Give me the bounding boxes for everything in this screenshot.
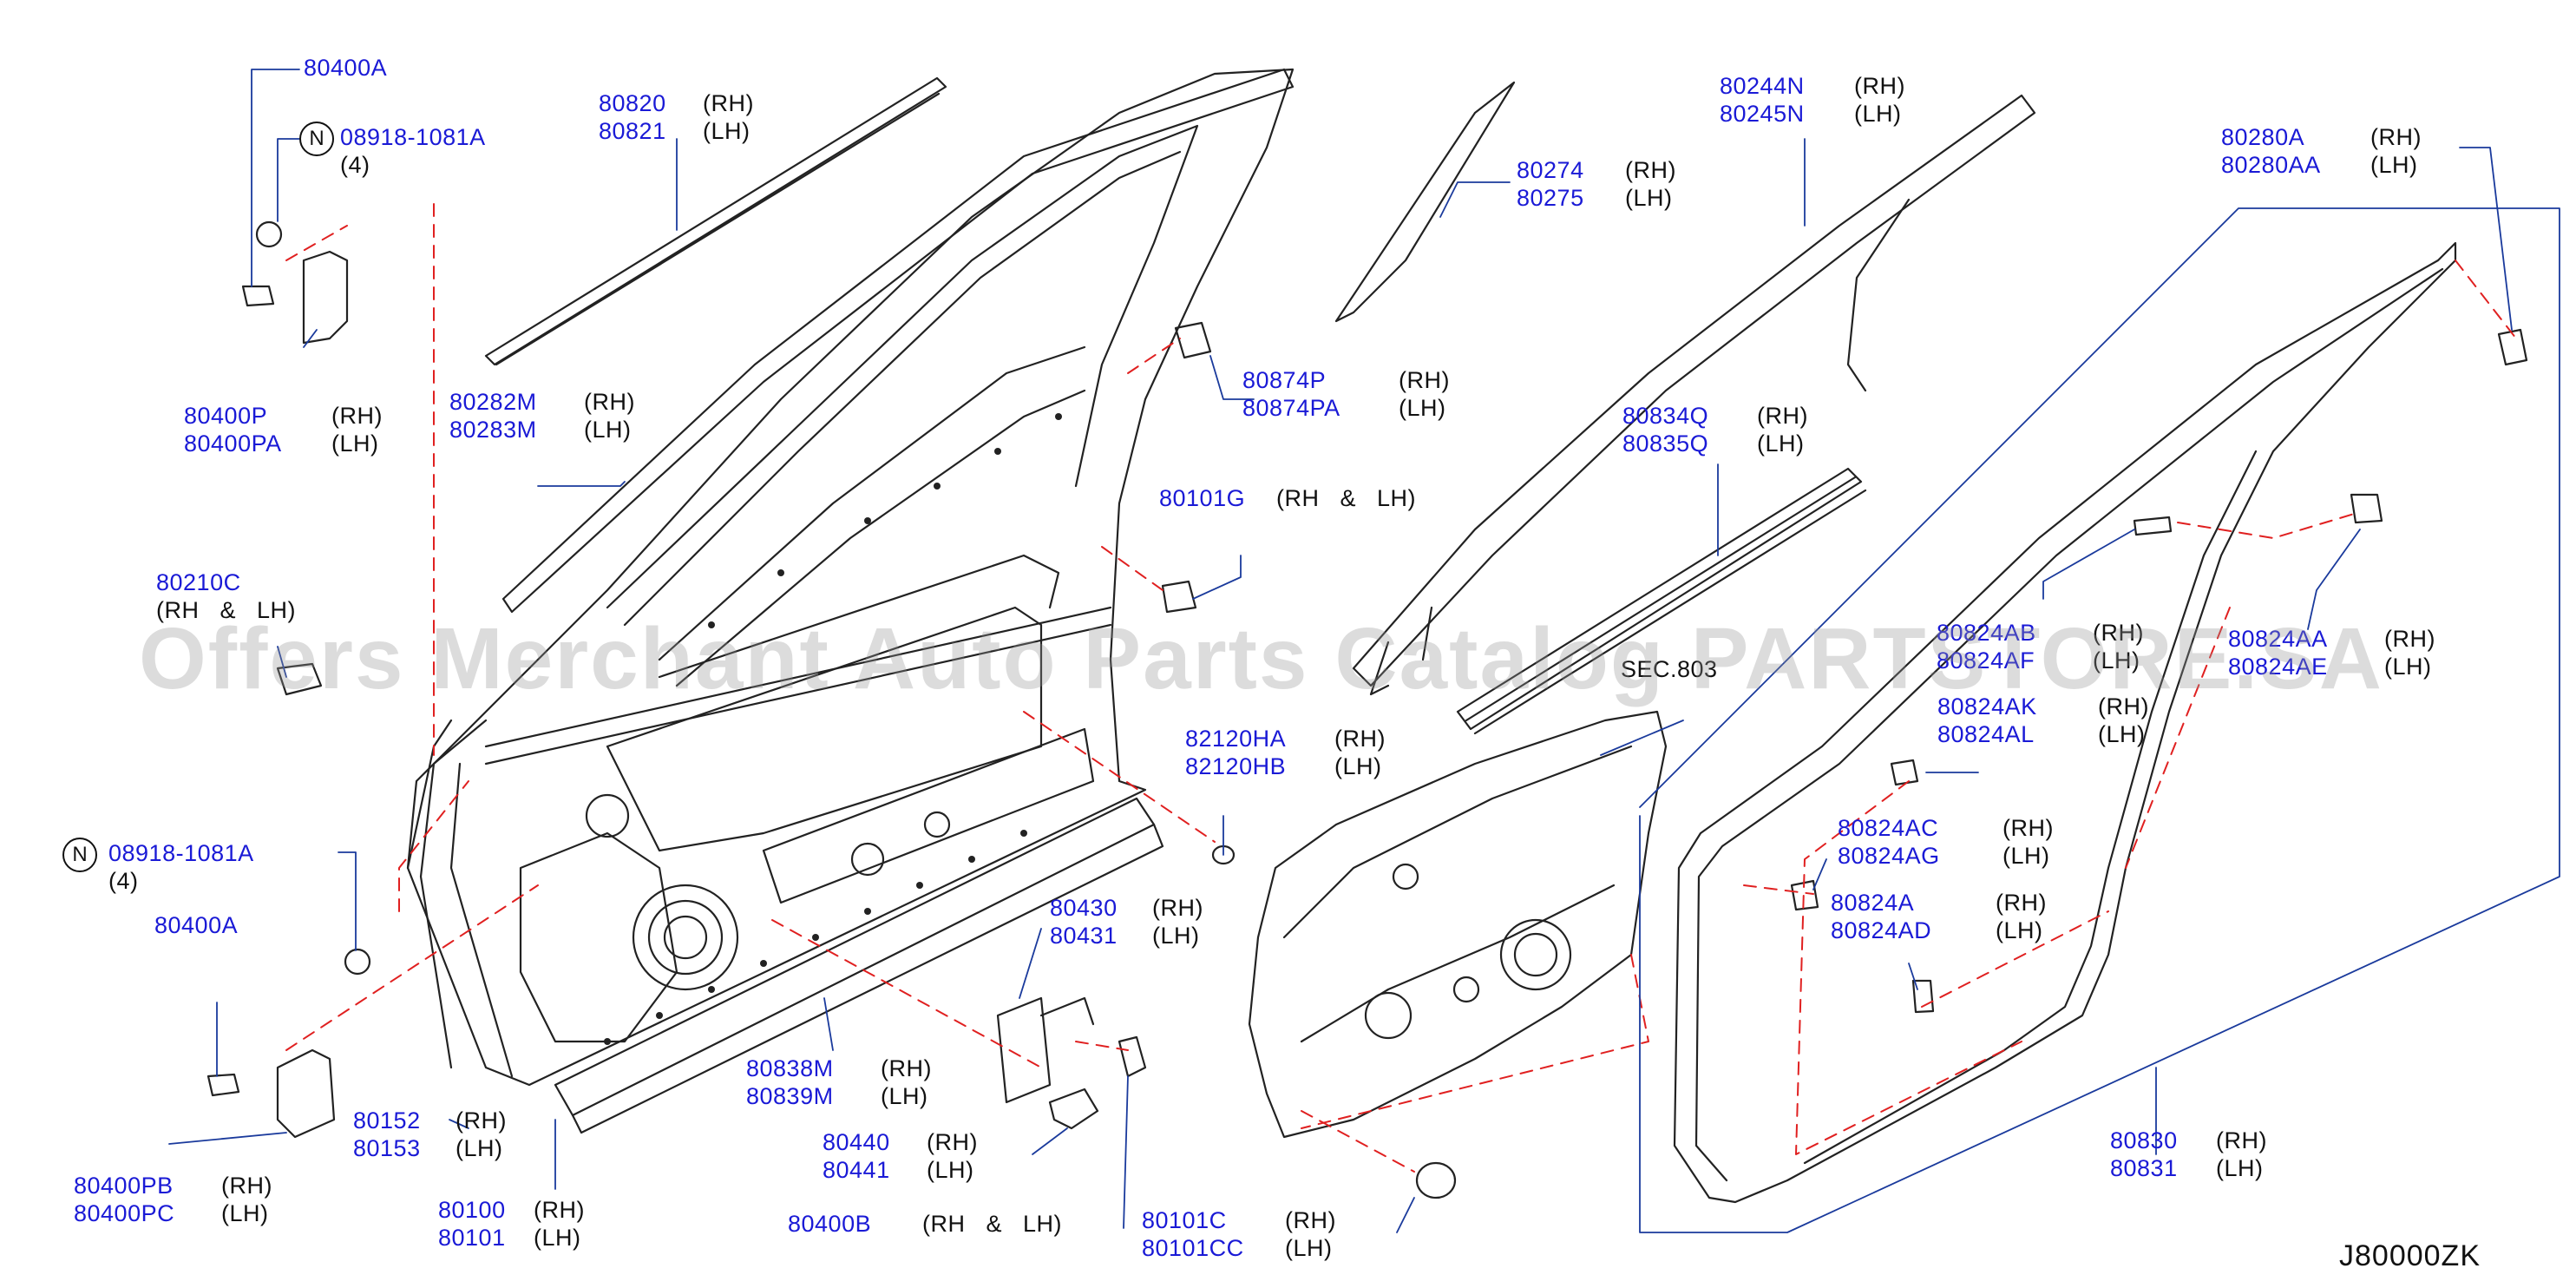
label-80101g[interactable]: 80101G(RH & LH) — [1159, 485, 1417, 511]
callout-leader-lines — [168, 69, 2560, 1233]
label-80874p[interactable]: 80874P(RH) 80874PA(LH) — [1242, 367, 1450, 421]
label-80210c[interactable]: 80210C (RH & LH) — [156, 569, 297, 623]
label-sec-803[interactable]: SEC.803 — [1621, 656, 1718, 682]
nut-badge-lower: N — [62, 838, 97, 872]
label-80274[interactable]: 80274(RH) 80275(LH) — [1517, 157, 1676, 211]
label-80400a-lower[interactable]: 80400A — [154, 912, 239, 938]
label-80824aa[interactable]: 80824AA(RH) 80824AE(LH) — [2228, 626, 2435, 680]
label-80820[interactable]: 80820(RH) 80821(LH) — [599, 90, 754, 144]
label-80152[interactable]: 80152(RH) 80153(LH) — [353, 1107, 507, 1161]
pillar-trim-shape — [1334, 81, 1516, 323]
label-80101c[interactable]: 80101C(RH) 80101CC(LH) — [1142, 1207, 1336, 1261]
label-82120ha[interactable]: 82120HA(RH) 82120HB(LH) — [1185, 726, 1386, 779]
sash-outer-strips — [484, 68, 1295, 614]
upper-sash-frame — [1352, 94, 2036, 696]
label-08918-lower[interactable]: 08918-1081A (4) — [108, 840, 254, 894]
label-80100[interactable]: 80100(RH) 80101(LH) — [438, 1197, 585, 1251]
label-80830[interactable]: 80830(RH) 80831(LH) — [2110, 1127, 2267, 1181]
label-80824a[interactable]: 80824A(RH) 80824AD(LH) — [1831, 890, 2047, 943]
label-80824ac[interactable]: 80824AC(RH) 80824AG(LH) — [1838, 815, 2054, 869]
label-80280a[interactable]: 80280A(RH) 80280AA(LH) — [2221, 124, 2422, 178]
diagram-code: J80000ZK — [2339, 1239, 2481, 1272]
assembly-guide-lines — [285, 203, 2517, 1173]
label-80282m[interactable]: 80282M(RH) 80283M(LH) — [449, 389, 635, 443]
label-80400p[interactable]: 80400P(RH) 80400PA(LH) — [184, 403, 383, 457]
door-weatherstrip — [1673, 241, 2457, 1204]
watermark-text: Offers Merchant Auto Parts Catalog PARTS… — [139, 610, 2383, 707]
label-80834q[interactable]: 80834Q(RH) 80835Q(LH) — [1622, 403, 1808, 457]
label-80244n[interactable]: 80244N(RH) 80245N(LH) — [1720, 73, 1905, 127]
label-80430[interactable]: 80430(RH) 80431(LH) — [1050, 895, 1203, 949]
label-80838m[interactable]: 80838M(RH) 80839M(LH) — [746, 1055, 932, 1109]
label-80824ak[interactable]: 80824AK(RH) 80824AL(LH) — [1937, 693, 2149, 747]
label-80400a-upper[interactable]: 80400A — [304, 55, 388, 81]
nut-badge-upper: N — [299, 122, 334, 156]
label-80400b[interactable]: 80400B(RH & LH) — [788, 1211, 1063, 1237]
label-08918-upper[interactable]: 08918-1081A (4) — [340, 124, 486, 178]
door-shell — [406, 68, 1295, 1134]
label-80440[interactable]: 80440(RH) 80441(LH) — [823, 1129, 978, 1183]
label-80824ab[interactable]: 80824AB(RH) 80824AF(LH) — [1937, 620, 2144, 674]
hardware-parts — [206, 220, 2528, 1199]
label-80400pb[interactable]: 80400PB(RH) 80400PC(LH) — [74, 1173, 272, 1226]
